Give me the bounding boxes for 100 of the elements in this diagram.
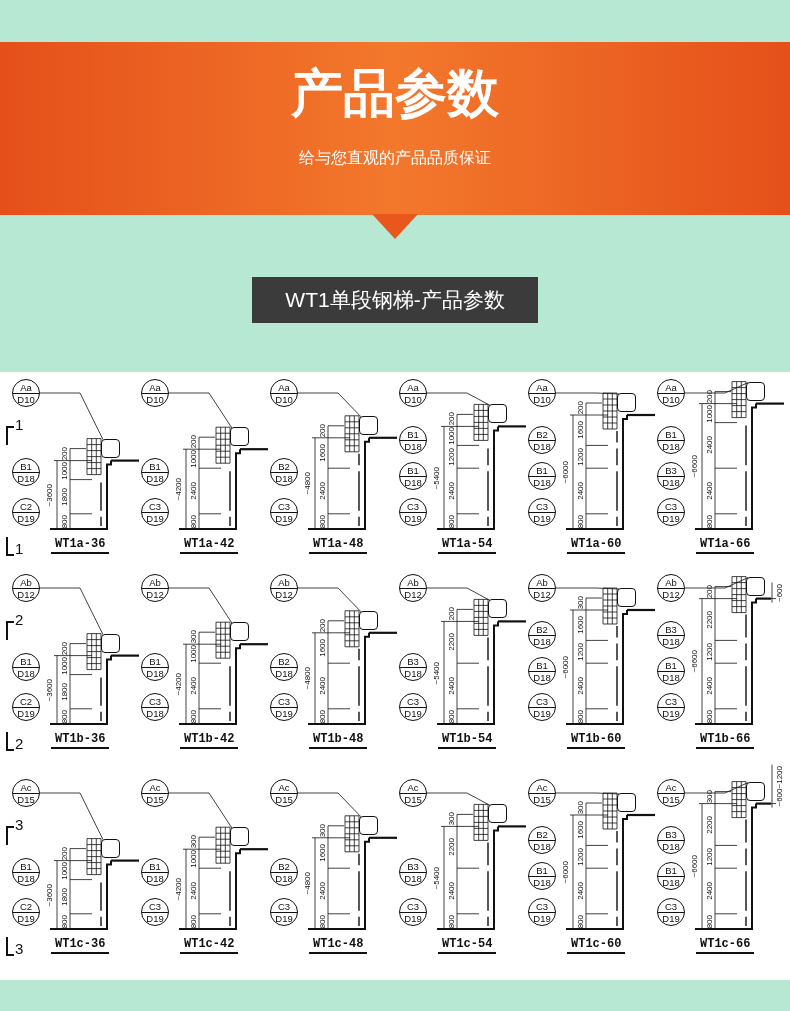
drawing-title: WT1b-42: [180, 731, 239, 749]
circle-label: D18: [275, 472, 293, 484]
drawing-title: WT1c-42: [180, 936, 239, 954]
dimension-text: 2400: [317, 882, 327, 900]
section-number: 1: [15, 541, 24, 557]
dimension-text: 1000: [188, 645, 198, 663]
circle-label: B3: [407, 860, 419, 872]
dimension-text: 800: [188, 514, 198, 529]
dimension-text: ~6000: [560, 861, 570, 884]
circle-label: C3: [406, 900, 420, 912]
dimension-text: 1600: [575, 821, 585, 839]
drawing-title: WT1a-48: [309, 536, 368, 554]
circle-label: Aa: [278, 381, 290, 393]
circle-label: Ab: [665, 576, 677, 588]
circle-label: D18: [533, 840, 551, 852]
circle-label: D18: [146, 667, 164, 679]
dimension-text: 2400: [188, 882, 198, 900]
dimension-text: ~4200: [173, 673, 183, 696]
circle-label: C3: [406, 500, 420, 512]
circle-label: D19: [17, 707, 35, 719]
drawing-title: WT1b-36: [51, 731, 110, 749]
circle-label: D15: [662, 793, 680, 805]
circle-label: B3: [665, 828, 677, 840]
circle-label: D18: [533, 635, 551, 647]
dimension-text: 300: [317, 823, 327, 838]
drawing-title: WT1c-36: [51, 936, 110, 954]
circle-label: D18: [404, 667, 422, 679]
circle-label: Ab: [536, 576, 548, 588]
dimension-text: 1200: [575, 642, 585, 661]
circle-label: D19: [662, 707, 680, 719]
dimension-text: ~4800: [302, 472, 312, 495]
leader-line: [168, 792, 233, 829]
dimension-text: 1600: [317, 444, 327, 462]
circle-label: Aa: [536, 381, 548, 393]
circle-label: D18: [662, 440, 680, 452]
circle-label: D18: [146, 707, 164, 719]
platform-box: [617, 393, 636, 412]
circle-label: B1: [20, 860, 32, 872]
circle-label: B2: [278, 655, 290, 667]
circle-label: Ac: [536, 781, 548, 793]
circle-label: D19: [17, 512, 35, 524]
dimension-text: 200: [317, 423, 327, 438]
circle-label: D12: [533, 588, 551, 600]
dimension-text: 2400: [704, 436, 714, 455]
dimension-text: 2400: [446, 482, 456, 500]
dimension-text: 1200: [704, 642, 714, 661]
dimension-text: 2400: [317, 677, 327, 695]
leader-line: [39, 792, 104, 840]
dimension-text: 1000: [59, 656, 69, 675]
dimension-text: ~3600: [44, 883, 54, 907]
platform-box: [488, 404, 507, 424]
platform-box: [230, 622, 249, 642]
dimension-text: 2400: [317, 482, 327, 500]
leader-line: [555, 587, 620, 590]
circle-label: D18: [275, 872, 293, 884]
dimension-text: ~3600: [44, 483, 54, 507]
circle-label: C3: [277, 500, 291, 512]
dimension-text: ~600: [774, 583, 784, 602]
platform-box: [488, 599, 507, 619]
circle-label: D19: [662, 512, 680, 524]
dimension-text: 800: [188, 914, 198, 929]
circle-label: B1: [149, 460, 161, 472]
circle-label: B1: [407, 428, 419, 440]
drawing-title: WT1b-60: [567, 731, 626, 749]
platform-box: [230, 427, 249, 447]
circle-label: B1: [665, 428, 677, 440]
circle-label: C2: [19, 500, 33, 512]
circle-label: D19: [275, 707, 293, 719]
dimension-text: 2400: [446, 882, 456, 900]
dimension-text: 200: [575, 401, 585, 415]
circle-label: B2: [536, 428, 548, 440]
dimension-text: 300: [704, 789, 714, 803]
section-number: 3: [15, 941, 24, 957]
circle-label: B1: [536, 864, 548, 876]
dimension-text: 200: [59, 446, 69, 460]
circle-label: B2: [278, 860, 290, 872]
circle-label: B1: [665, 864, 677, 876]
circle-label: D10: [146, 393, 164, 405]
circle-label: C3: [535, 900, 549, 912]
circle-label: D19: [17, 912, 35, 924]
dimension-text: ~4800: [302, 667, 312, 690]
circle-label: D18: [662, 876, 680, 888]
platform-box: [617, 588, 636, 607]
drawing-title: WT1c-60: [567, 936, 626, 954]
drawing-title: WT1c-54: [438, 936, 497, 954]
leader-line: [426, 792, 491, 806]
dimension-text: 800: [446, 514, 456, 529]
circle-label: Aa: [20, 381, 32, 393]
circle-label: Ac: [407, 781, 419, 793]
circle-label: B1: [536, 659, 548, 671]
dimension-text: 1600: [317, 639, 327, 657]
drawing-title: WT1b-66: [696, 731, 755, 749]
platform-box: [230, 827, 249, 847]
circle-label: D15: [275, 793, 293, 805]
leader-line: [39, 392, 104, 440]
circle-label: B2: [536, 828, 548, 840]
dimension-text: 800: [704, 709, 714, 724]
dimension-text: 200: [59, 846, 69, 860]
dimension-text: ~6600: [689, 650, 699, 673]
circle-label: B1: [149, 860, 161, 872]
